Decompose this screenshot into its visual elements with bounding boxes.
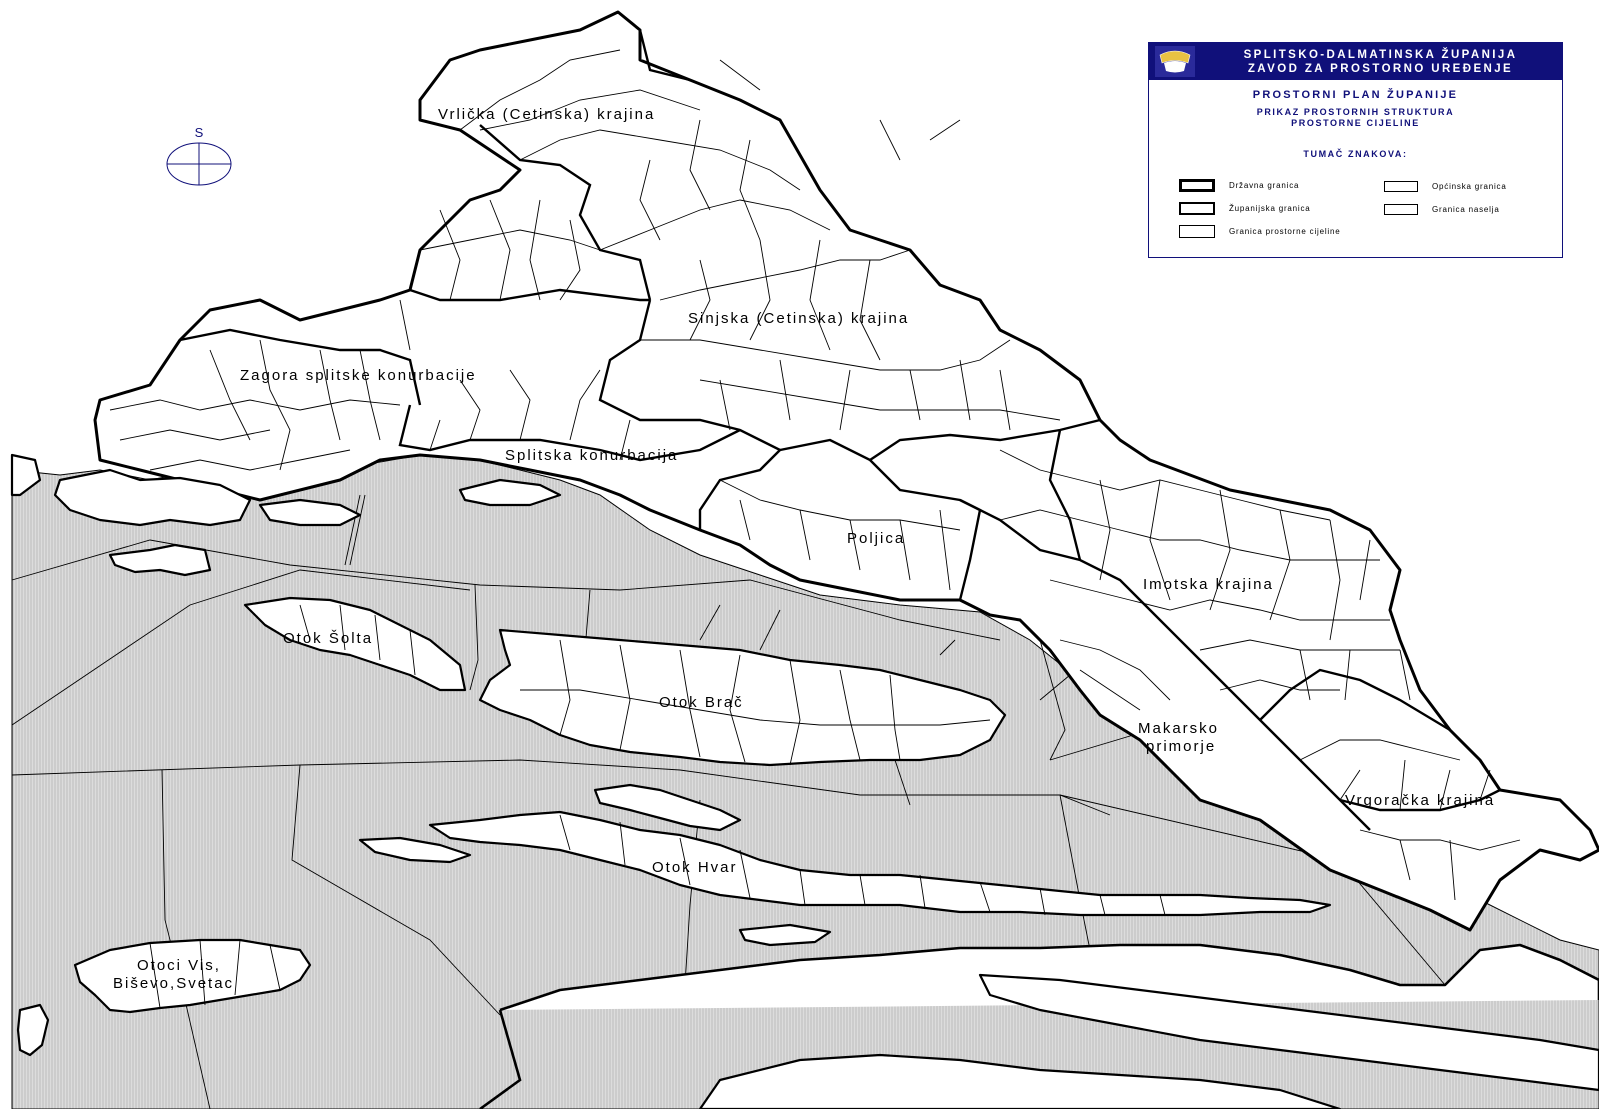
label-vrgoracka: Vrgoračka krajina — [1345, 792, 1495, 809]
legend-item-county-border: Županijska granica — [1179, 202, 1311, 215]
label-hvar: Otok Hvar — [652, 859, 738, 876]
island-korcula-edge — [698, 1053, 1342, 1109]
legend-header-line1: SPLITSKO-DALMATINSKA ŽUPANIJA — [1243, 49, 1518, 61]
legend-item-settlement-border: Granica naselja — [1384, 204, 1500, 215]
legend-item-municipality-border: Općinska granica — [1384, 181, 1507, 192]
legend-item-state-border: Državna granica — [1179, 179, 1299, 192]
label-makarsko: Makarsko — [1138, 720, 1219, 737]
label-vrlicka: Vrlička (Cetinska) krajina — [438, 106, 655, 123]
label-solta: Otok Šolta — [283, 630, 373, 647]
label-imotska: Imotska krajina — [1143, 576, 1274, 593]
county-border-swatch — [1179, 202, 1215, 215]
compass: S — [166, 125, 232, 191]
island-brac — [478, 628, 1007, 767]
label-poljica: Poljica — [847, 530, 905, 547]
neighbour-coast — [499, 943, 1599, 1012]
legend-item-label: Općinska granica — [1432, 182, 1507, 191]
sea-zone-lines — [11, 494, 1446, 1109]
island-hvar-north-islets — [593, 783, 742, 832]
label-primorje: primorje — [1146, 738, 1216, 755]
compass-north-letter: S — [194, 125, 204, 140]
legend-subtitle-line1: PRIKAZ PROSTORNIH STRUKTURA — [1256, 107, 1455, 117]
legend-subtitle-line2: PROSTORNE CIJELINE — [1291, 118, 1420, 128]
legend-item-label: Granica prostorne cijeline — [1229, 227, 1341, 236]
settlement-border-swatch — [1384, 204, 1418, 215]
island-hvar — [428, 810, 1332, 917]
island-solta — [243, 596, 467, 692]
legend-header: SPLITSKO-DALMATINSKA ŽUPANIJA ZAVOD ZA P… — [1149, 43, 1562, 80]
zone-border-swatch — [1179, 225, 1215, 238]
label-bisevo: Biševo,Svetac — [113, 975, 234, 992]
legend-item-label: Županijska granica — [1229, 204, 1311, 213]
map-legend: SPLITSKO-DALMATINSKA ŽUPANIJA ZAVOD ZA P… — [1148, 42, 1563, 258]
label-brac: Otok Brač — [659, 694, 744, 711]
legend-body: PROSTORNI PLAN ŽUPANIJE PRIKAZ PROSTORNI… — [1149, 80, 1562, 159]
compass-rose-icon — [166, 142, 232, 186]
legend-item-label: Državna granica — [1229, 181, 1300, 190]
label-vis: Otoci Vis, — [137, 957, 221, 974]
label-sinjska: Sinjska (Cetinska) krajina — [688, 310, 909, 327]
state-border-swatch — [1179, 179, 1215, 192]
label-splitska: Splitska konurbacija — [505, 447, 678, 464]
settlement-boundaries — [109, 49, 1521, 901]
region-labels: Vrlička (Cetinska) krajina Sinjska (Ceti… — [113, 106, 1495, 992]
zone-boundaries — [179, 29, 1501, 831]
hvar-inner-lines — [559, 814, 1166, 916]
vis-inner-lines — [149, 939, 281, 1009]
legend-header-line2: ZAVOD ZA PROSTORNO UREĐENJE — [1247, 63, 1514, 75]
label-zagora: Zagora splitske konurbacije — [240, 367, 477, 384]
mainland — [93, 10, 1599, 932]
island-scedro — [358, 836, 472, 864]
coastal-islets — [10, 453, 832, 1057]
county-coat-of-arms-icon — [1155, 46, 1195, 77]
legend-plan-title: PROSTORNI PLAN ŽUPANIJE — [1252, 89, 1459, 101]
municipality-border-swatch — [1384, 181, 1418, 192]
solta-inner-lines — [299, 604, 416, 676]
legend-item-label: Granica naselja — [1432, 205, 1500, 214]
brac-inner-lines — [520, 639, 991, 766]
island-peljesac — [978, 973, 1599, 1092]
legend-key-title: TUMAČ ZNAKOVA: — [1303, 149, 1408, 159]
legend-item-zone-border: Granica prostorne cijeline — [1179, 225, 1341, 238]
